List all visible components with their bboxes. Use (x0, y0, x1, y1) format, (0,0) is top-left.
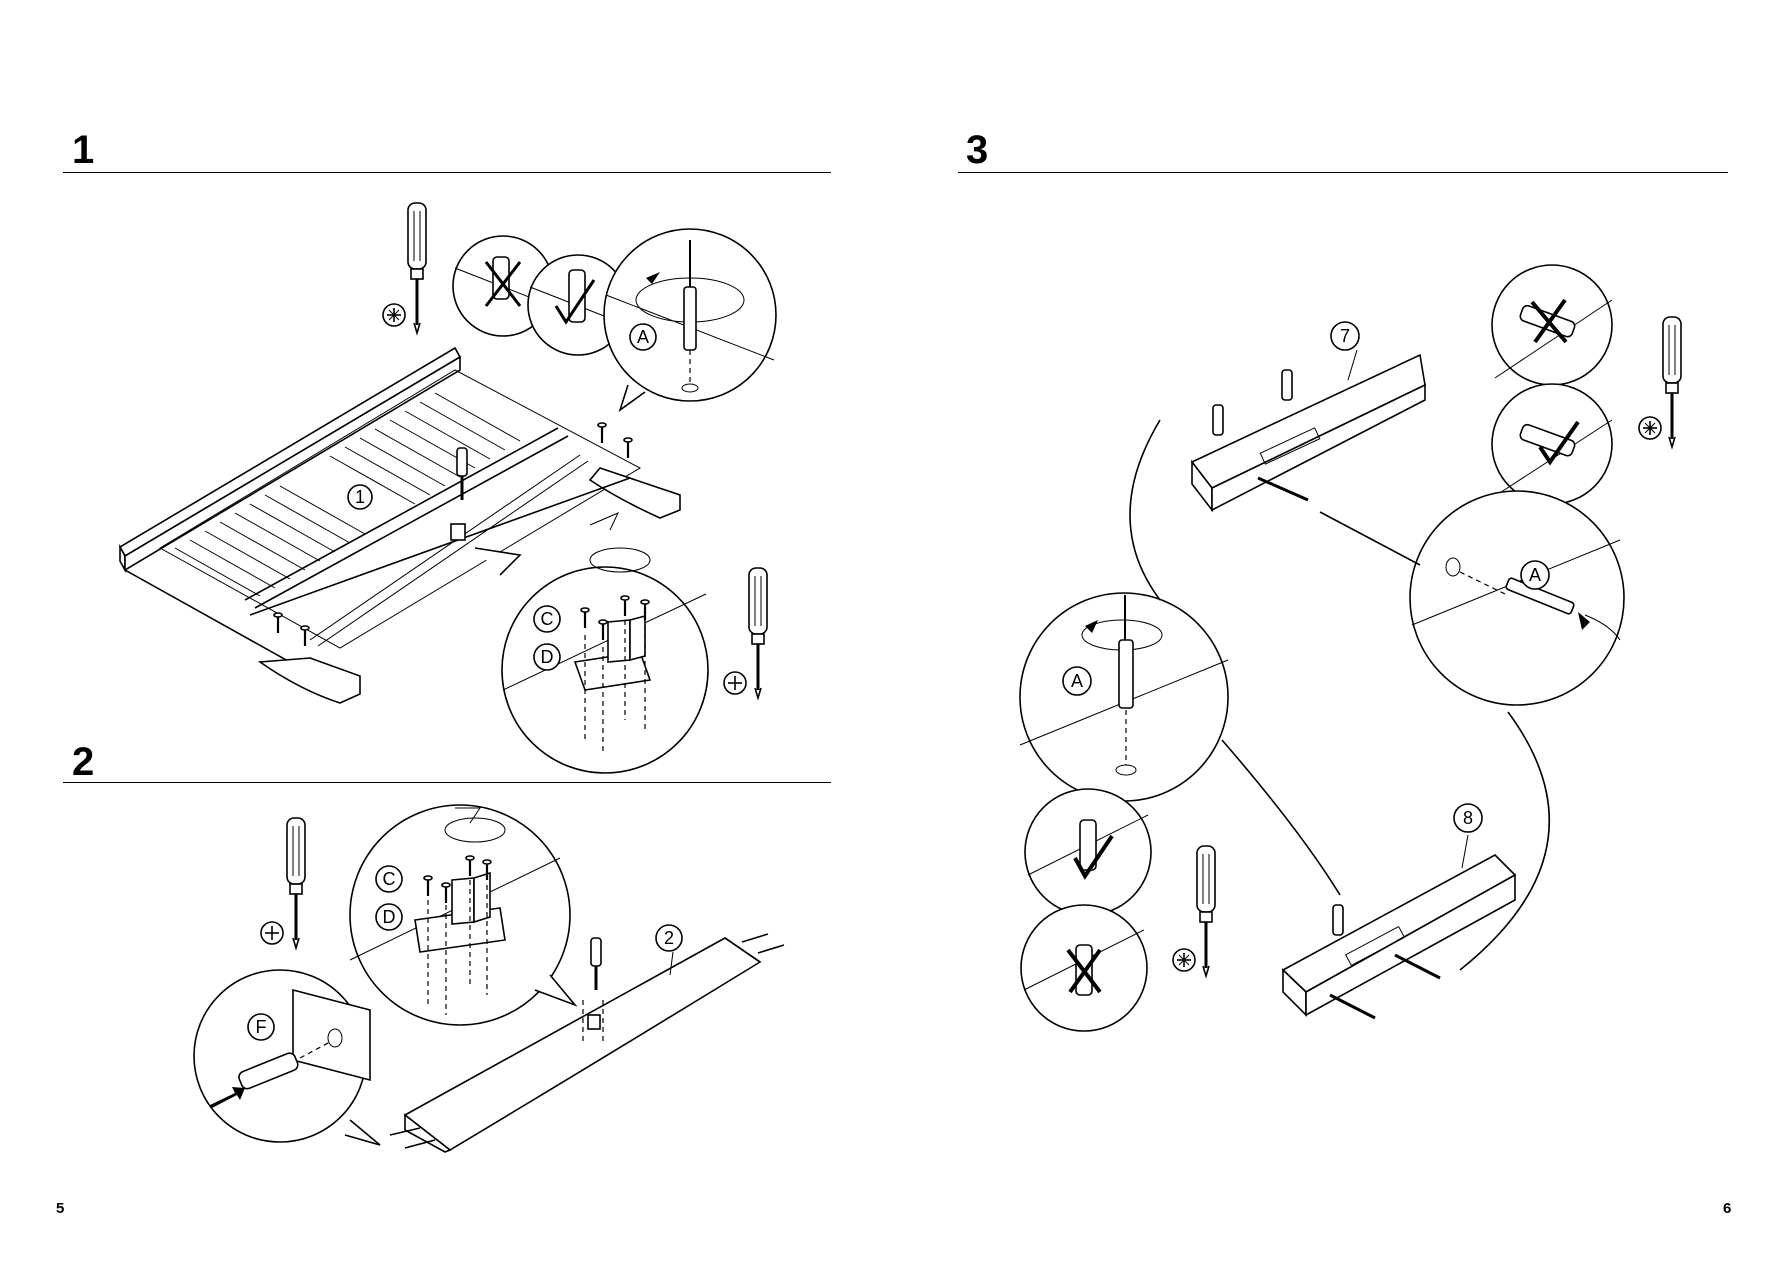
hardware-label-d: D (383, 907, 396, 927)
dowel-f-detail (194, 970, 380, 1145)
rail-7-drawing (1192, 355, 1425, 510)
step-2-illustration: C D 2 (194, 805, 784, 1152)
screwdriver-icon (749, 568, 767, 698)
part-label-7: 7 (1340, 326, 1350, 346)
pozidriv-symbol-icon (1173, 949, 1195, 971)
hardware-label-c: C (541, 609, 554, 629)
hardware-label-a: A (1529, 565, 1541, 585)
hardware-label-f: F (256, 1017, 267, 1037)
screwdriver-icon (1663, 317, 1681, 447)
phillips-symbol-icon (724, 672, 746, 694)
hardware-label-d: D (541, 647, 554, 667)
correct-fitting-detail (1492, 384, 1612, 504)
pozidriv-symbol-icon (1639, 417, 1661, 439)
hardware-label-a: A (637, 327, 649, 347)
part-label-2: 2 (664, 928, 674, 948)
rail-8-drawing (1283, 855, 1515, 1018)
wrong-vertical-detail (1021, 905, 1147, 1031)
step-3-illustration: 7 A (1020, 265, 1681, 1031)
dowel-a-detail (604, 229, 776, 410)
hardware-label-a-2: A (1071, 671, 1083, 691)
hardware-label-c: C (383, 869, 396, 889)
bracket-detail (475, 513, 708, 773)
step-1-illustration: 1 A (120, 203, 776, 773)
correct-vertical-detail (1025, 789, 1151, 915)
screwdriver-icon (1197, 846, 1215, 976)
wrong-fitting-detail (1492, 265, 1612, 385)
pozidriv-symbol-icon (383, 304, 405, 326)
part-label-8: 8 (1463, 808, 1473, 828)
part-label-1: 1 (355, 487, 365, 507)
screwdriver-icon (408, 203, 426, 333)
screwdriver-icon (287, 818, 305, 948)
phillips-symbol-icon (261, 922, 283, 944)
dowel-a-detail (1320, 491, 1624, 705)
